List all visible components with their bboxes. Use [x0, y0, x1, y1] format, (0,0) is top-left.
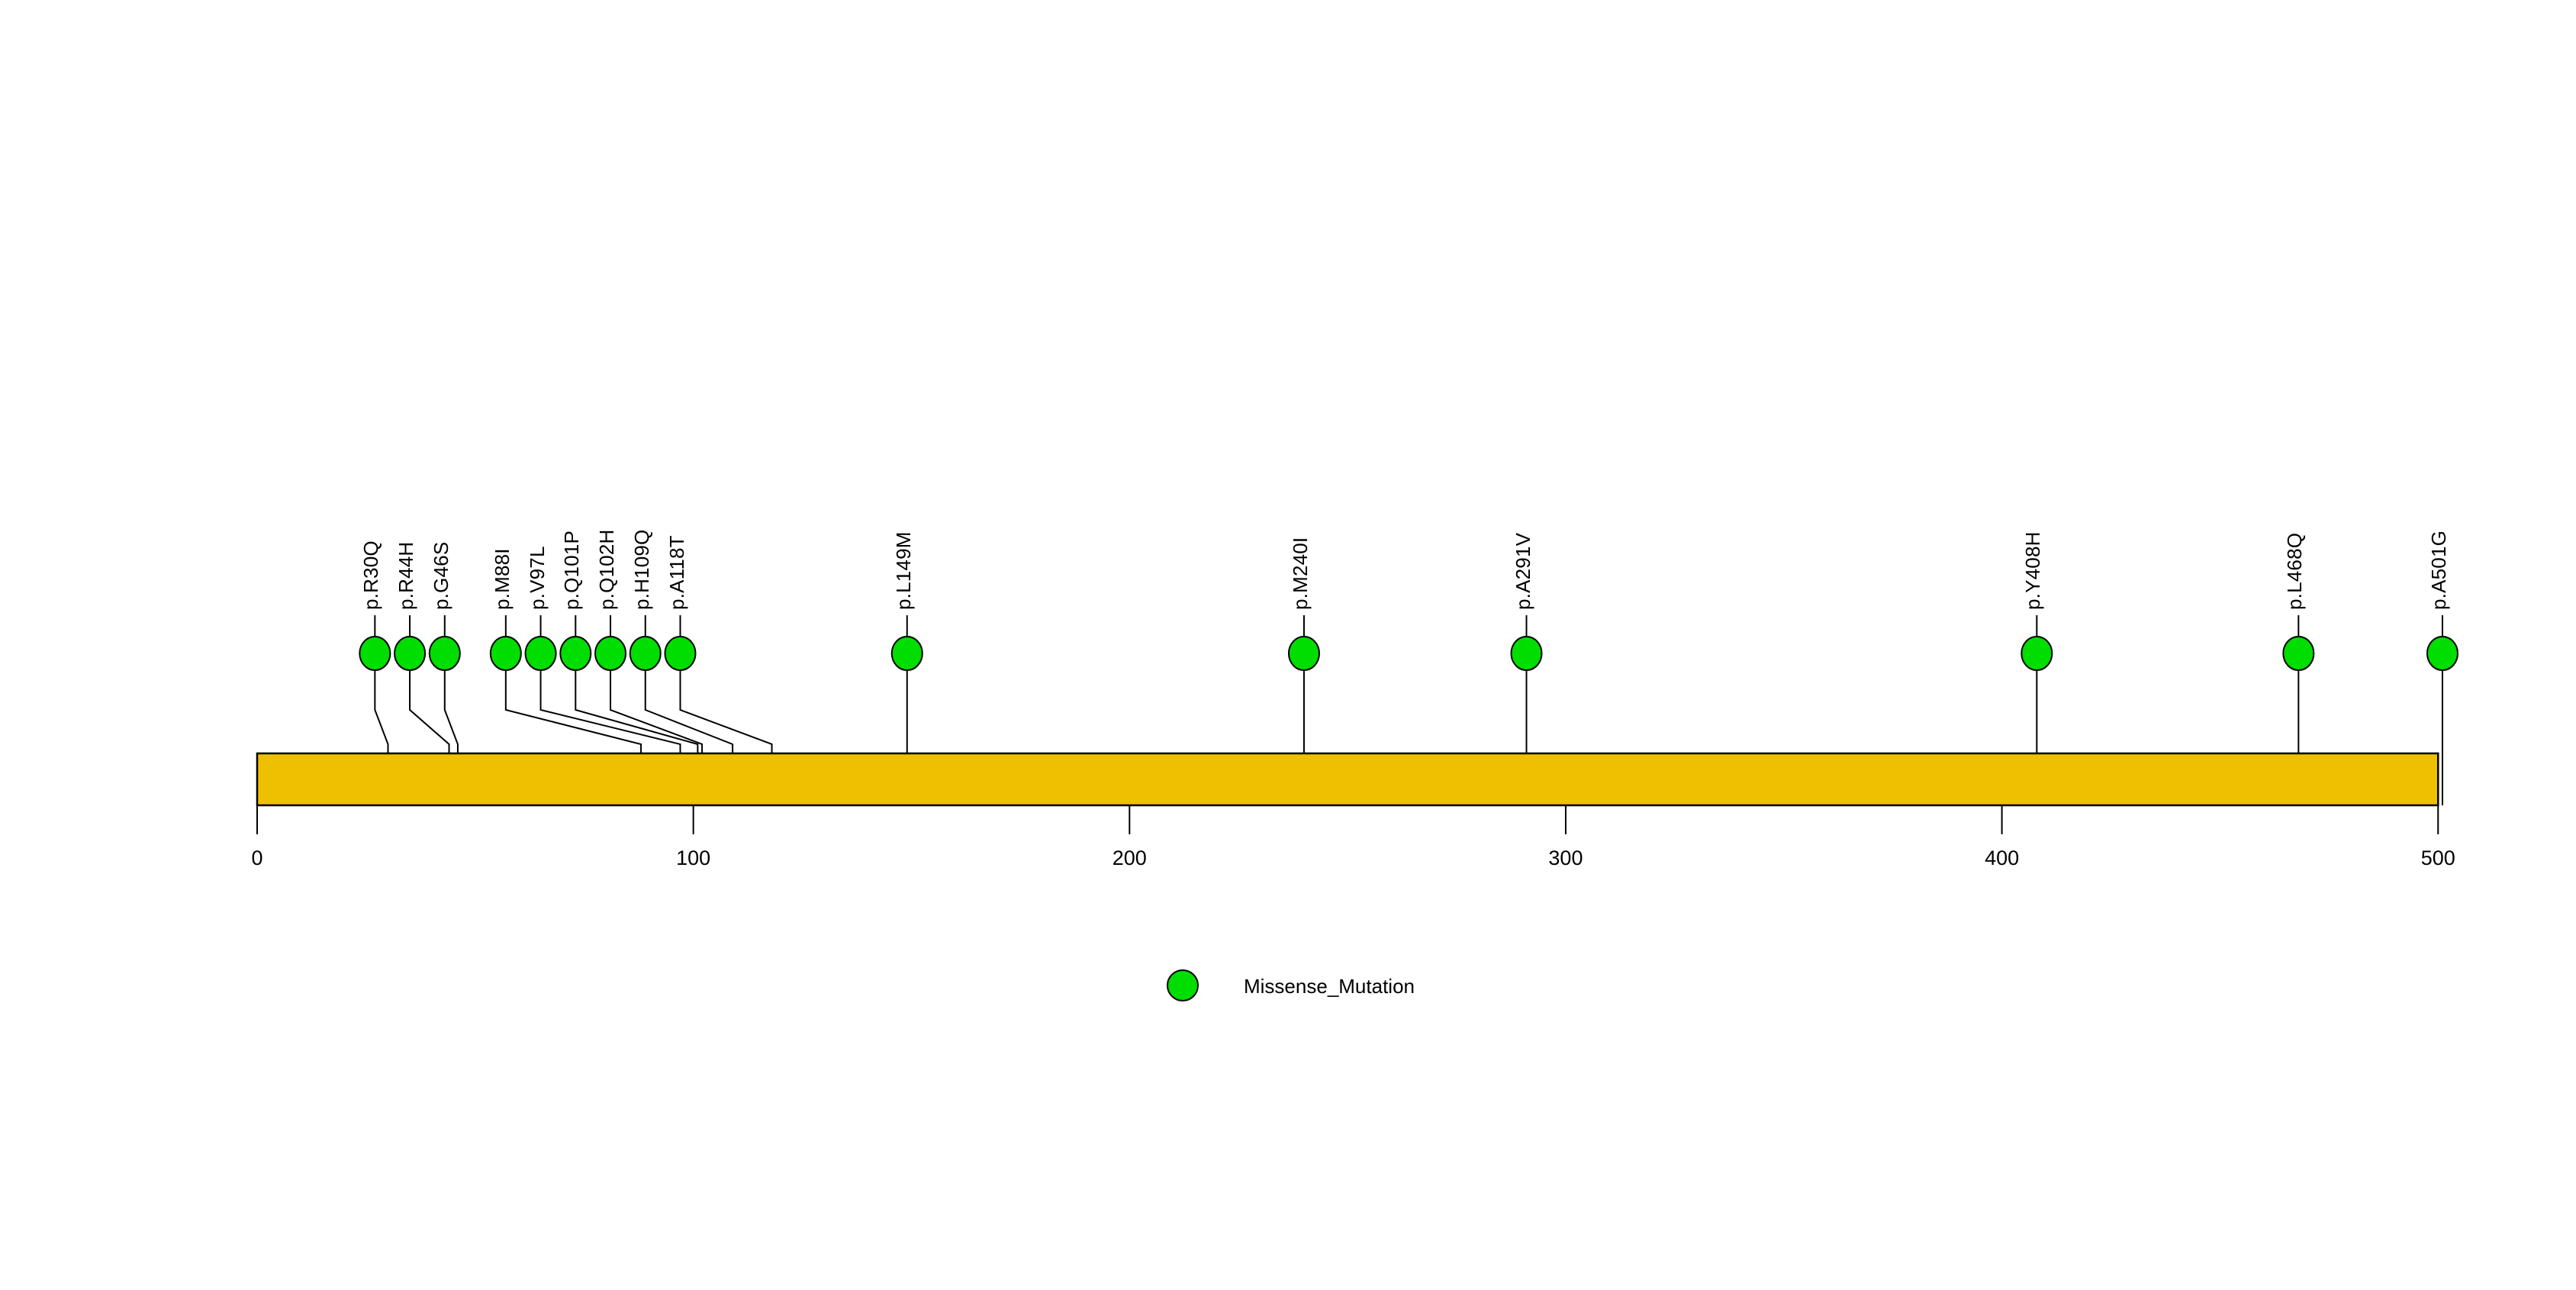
protein-bar-group — [256, 752, 2439, 807]
mutation-label: p.Q102H — [595, 529, 619, 610]
lollipop-head[interactable] — [1287, 636, 1320, 671]
mutation-label: p.G46S — [429, 541, 452, 610]
mutation-label: p.A118T — [665, 535, 688, 610]
lollipop-head[interactable] — [489, 636, 522, 671]
lollipop-head[interactable] — [428, 636, 461, 671]
lollipop-stem — [610, 653, 704, 805]
axis-tick-label: 0 — [251, 847, 263, 869]
lollipop-head[interactable] — [394, 636, 427, 671]
mutation-label: p.Q101P — [560, 530, 584, 610]
lollipop-stem — [679, 653, 773, 805]
mutation-label: p.R30Q — [359, 540, 383, 610]
legend-marker-group — [1167, 969, 1199, 1001]
lollipop-stems — [374, 615, 2443, 805]
mutation-label: p.R44H — [394, 541, 418, 610]
mutation-label: p.M88I — [490, 548, 514, 610]
axis-tick-label: 200 — [1112, 847, 1147, 869]
lollipop-heads — [359, 636, 2458, 671]
lollipop-stem — [409, 653, 450, 805]
mutation-label: p.V97L — [525, 546, 549, 610]
lollipop-head[interactable] — [594, 636, 627, 671]
axis-tick-label: 400 — [1985, 847, 2020, 869]
mutation-label: p.M240I — [1288, 537, 1312, 610]
lollipop-stem — [539, 653, 681, 805]
lollipop-head[interactable] — [524, 636, 557, 671]
x-axis — [256, 805, 2439, 834]
legend-label: Missense_Mutation — [1244, 975, 1415, 998]
lollipop-head[interactable] — [664, 636, 697, 671]
lollipop-head[interactable] — [359, 636, 391, 671]
legend-marker-missense[interactable] — [1167, 969, 1199, 1001]
protein-bar[interactable] — [256, 752, 2439, 807]
mutation-label: p.A501G — [2426, 530, 2450, 610]
lollipop-stem — [443, 653, 459, 805]
lollipop-stem — [374, 653, 389, 805]
lollipop-head[interactable] — [2021, 636, 2053, 671]
lollipop-head[interactable] — [1510, 636, 1543, 671]
mutation-label: p.L149M — [891, 531, 915, 610]
axis-tick-label: 500 — [2420, 847, 2455, 869]
lollipop-stem — [504, 653, 642, 805]
lollipop-head[interactable] — [559, 636, 592, 671]
lollipop-head[interactable] — [629, 636, 662, 671]
lollipop-head[interactable] — [2282, 636, 2315, 671]
axis-tick-label: 300 — [1548, 847, 1583, 869]
lollipop-stem — [575, 653, 699, 805]
mutation-label: p.Y408H — [2021, 531, 2045, 610]
mutation-label: p.L468Q — [2283, 532, 2307, 610]
lollipop-stem — [644, 653, 734, 805]
mutation-label: p.H109Q — [630, 529, 653, 610]
axis-tick-label: 100 — [676, 847, 711, 869]
mutation-label: p.A291V — [1511, 532, 1534, 610]
lollipop-head[interactable] — [2426, 636, 2458, 671]
lollipop-head[interactable] — [890, 636, 923, 671]
